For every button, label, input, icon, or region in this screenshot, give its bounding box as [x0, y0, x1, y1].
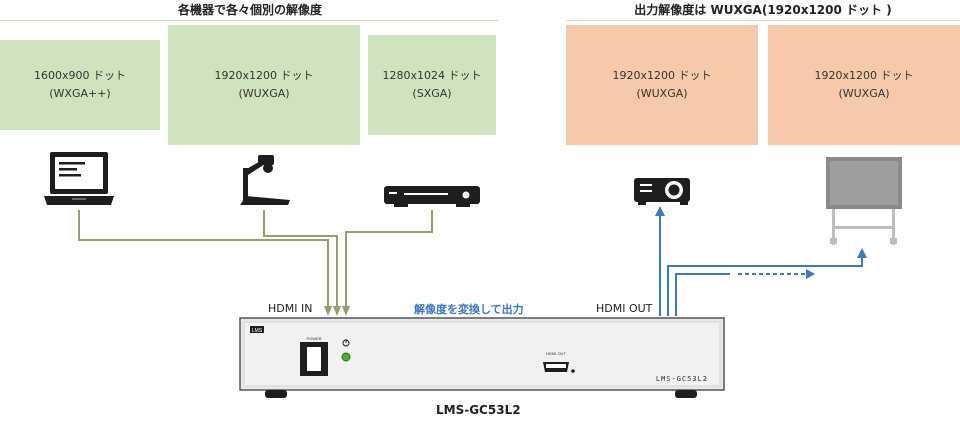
document-camera-icon — [240, 155, 290, 205]
output-box-display: 1920x1200 ドット (WUXGA) — [768, 25, 960, 145]
hdmi-port-label: HDMI OUT — [546, 351, 566, 356]
input-box-resolution: 1280x1024 ドット — [382, 69, 482, 82]
power-led — [341, 352, 351, 362]
display-cable-2 — [675, 273, 730, 316]
display-cable — [667, 258, 863, 316]
output-box-projector: 1920x1200 ドット (WUXGA) — [566, 25, 758, 145]
hdmi-in-label: HDMI IN — [268, 302, 313, 315]
input-box-laptop: 1600x900 ドット (WXGA++) — [0, 40, 160, 130]
input-cables — [78, 210, 433, 306]
model-label: LMS-GC53L2 — [436, 403, 521, 417]
input-box-resolution: 1920x1200 ドット — [214, 69, 314, 82]
input-arrowheads — [324, 306, 350, 316]
output-box-resolution: 1920x1200 ドット — [814, 69, 914, 82]
output-box-resolution: 1920x1200 ドット — [612, 69, 712, 82]
output-cables — [659, 215, 863, 316]
display-icon — [826, 157, 902, 245]
output-box-standard: (WUXGA) — [838, 87, 890, 100]
brand-logo: LMS — [252, 328, 263, 334]
output-arrowheads — [655, 206, 867, 279]
input-box-standard: (WXGA++) — [49, 87, 111, 100]
outputs-header: 出力解像度は WUXGA(1920x1200 ドット ) — [634, 3, 892, 17]
device-model-print: LMS-GC53L2 — [656, 375, 708, 383]
document-camera-cable — [263, 210, 338, 306]
hdmi-out-label: HDMI OUT — [596, 302, 653, 315]
input-box-standard: (WUXGA) — [238, 87, 290, 100]
scaler-device: LMS POWER HDMI OUT LMS-GC53L2 — [239, 317, 725, 398]
convert-label: 解像度を変換して出力 — [414, 303, 524, 316]
projector-icon — [634, 178, 690, 205]
output-box-standard: (WUXGA) — [636, 87, 688, 100]
input-box-bluray: 1280x1024 ドット (SXGA) — [368, 35, 496, 135]
input-box-standard: (SXGA) — [412, 87, 452, 100]
outputs-header-divider — [566, 20, 960, 21]
bluray-cable — [345, 210, 433, 306]
input-box-resolution: 1600x900 ドット — [34, 69, 126, 82]
power-label: POWER — [306, 336, 321, 341]
inputs-header: 各機器で各々個別の解像度 — [177, 3, 322, 17]
laptop-icon — [44, 152, 114, 205]
bluray-player-icon — [384, 186, 480, 207]
input-box-document-camera: 1920x1200 ドット (WUXGA) — [168, 25, 360, 145]
inputs-header-divider — [0, 20, 498, 21]
laptop-cable — [78, 210, 329, 306]
